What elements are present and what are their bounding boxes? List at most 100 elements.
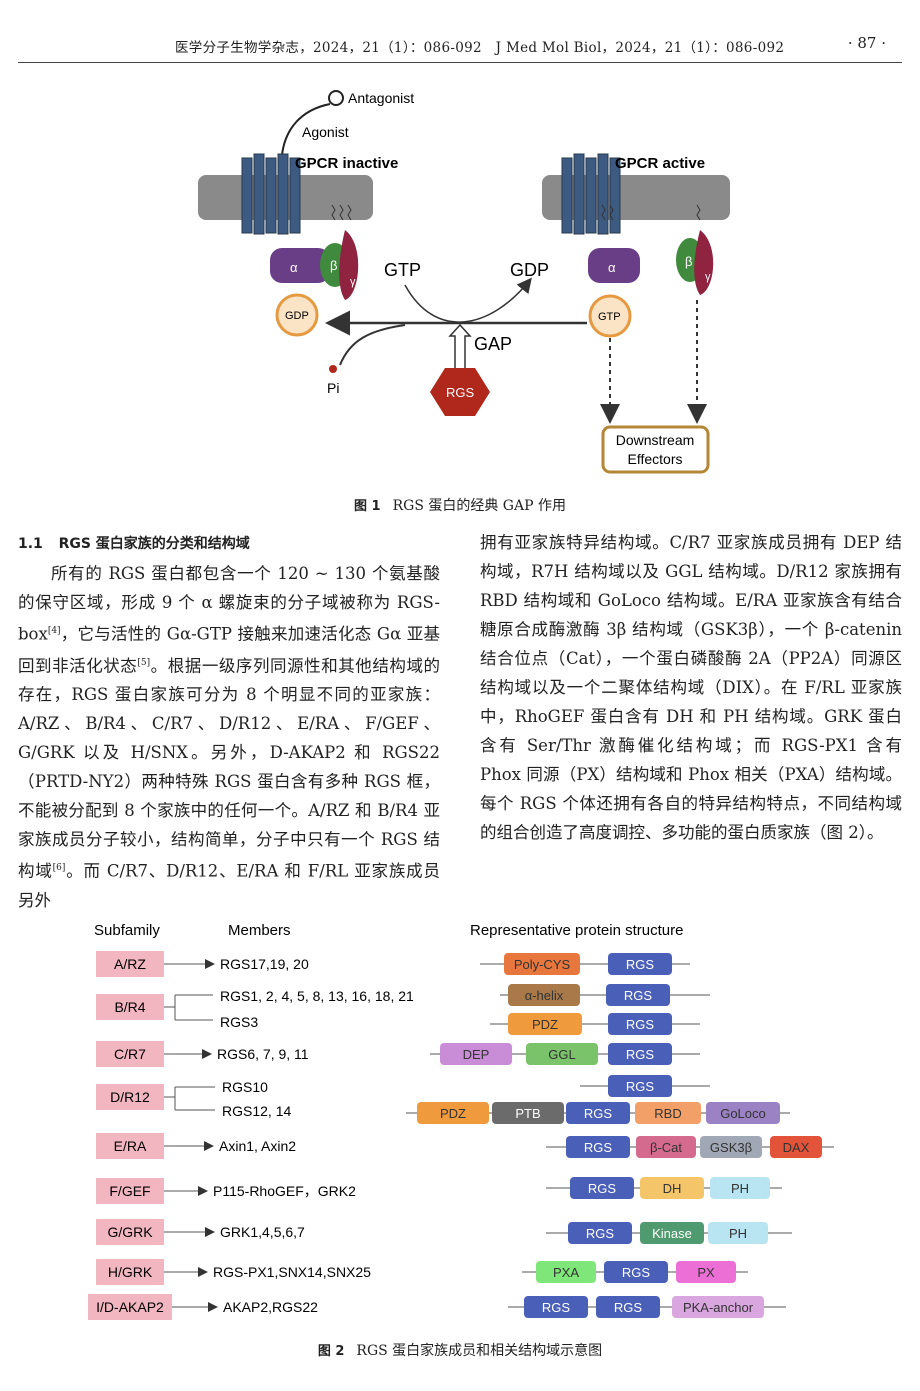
- domain-ph: [710, 1177, 770, 1199]
- svg-text:PDZ: PDZ: [532, 1017, 558, 1032]
- svg-text:RGS: RGS: [542, 1300, 571, 1315]
- svg-text:RGS: RGS: [586, 1226, 615, 1241]
- svg-text:RGS: RGS: [622, 1265, 651, 1280]
- gpcr-inactive-label: GPCR inactive: [295, 155, 398, 172]
- svg-text:F/GEF: F/GEF: [109, 1183, 150, 1199]
- svg-text:GGL: GGL: [548, 1047, 575, 1062]
- subfamily-box: [96, 1219, 164, 1245]
- svg-text:RGS17,19, 20: RGS17,19, 20: [220, 956, 309, 972]
- svg-text:RGS: RGS: [614, 1300, 643, 1315]
- antagonist-label: Antagonist: [348, 90, 414, 106]
- svg-text:PDZ: PDZ: [440, 1106, 466, 1121]
- domain-rgs: [608, 1013, 672, 1035]
- svg-text:β-Cat: β-Cat: [650, 1140, 682, 1155]
- svg-text:RGS: RGS: [584, 1106, 613, 1121]
- section-title: RGS 蛋白家族的分类和结构域: [58, 536, 250, 552]
- gtp-circle: [588, 294, 632, 338]
- svg-text:RGS: RGS: [626, 1017, 655, 1032]
- subfamily-box: [96, 1133, 164, 1159]
- svg-text:GRK1,4,5,6,7: GRK1,4,5,6,7: [220, 1224, 305, 1240]
- gdp-circle: [275, 293, 319, 337]
- svg-text:RGS: RGS: [624, 988, 653, 1003]
- svg-text:PTB: PTB: [515, 1106, 540, 1121]
- section-number: 1.1: [18, 536, 43, 552]
- svg-text:Kinase: Kinase: [652, 1226, 692, 1241]
- gpcr-active-label: GPCR active: [615, 155, 705, 172]
- domain-polycys: [504, 953, 580, 975]
- gap-label: GAP: [474, 334, 512, 354]
- subfamily-box: [96, 1178, 164, 1204]
- domain-bcat: [636, 1136, 696, 1158]
- svg-text:RGS: RGS: [626, 1079, 655, 1094]
- domain-rgs: [566, 1136, 630, 1158]
- domain-ph: [708, 1222, 768, 1244]
- g-protein-right-alpha: α: [588, 204, 640, 283]
- subfamily-box: [88, 1294, 172, 1320]
- gdp-label: GDP: [285, 310, 309, 322]
- pi-arrow: [339, 324, 406, 366]
- domain-ptb: [492, 1102, 564, 1124]
- domain-rgs: [608, 1043, 672, 1065]
- ref-6: [6]: [52, 863, 66, 873]
- agonist-arrow: [281, 103, 331, 156]
- ref-4: [4]: [47, 626, 61, 636]
- subfamily-box: [96, 951, 164, 977]
- svg-text:PKA-anchor: PKA-anchor: [683, 1300, 754, 1315]
- svg-text:PH: PH: [731, 1181, 749, 1196]
- exchange-arrow: [404, 277, 532, 323]
- col-structure: Representative protein structure: [470, 922, 683, 939]
- domain-goloco: [706, 1102, 780, 1124]
- domain-pxa: [536, 1261, 596, 1283]
- domain-kinase: [640, 1222, 704, 1244]
- running-header: 医学分子生物学杂志，2024，21（1）：086-092 J Med Mol B…: [0, 34, 920, 62]
- subfamily-box: [96, 1084, 164, 1110]
- svg-text:RGS10: RGS10: [222, 1079, 268, 1095]
- domain-pdz: [508, 1013, 582, 1035]
- domain-rgs: [608, 1075, 672, 1097]
- svg-text:A/RZ: A/RZ: [114, 956, 146, 972]
- domain-rgs: [568, 1222, 632, 1244]
- domain-dep: [440, 1043, 512, 1065]
- col-subfamily: Subfamily: [94, 922, 160, 939]
- svg-text:RGS3: RGS3: [220, 1014, 258, 1030]
- left-column: 1.1 RGS 蛋白家族的分类和结构域 所有的 RGS 蛋白都包含一个 120 …: [18, 528, 440, 915]
- alpha-label: α: [290, 260, 298, 275]
- domain-gsk: [700, 1136, 762, 1158]
- svg-text:Poly-CYS: Poly-CYS: [514, 957, 571, 972]
- svg-text:RBD: RBD: [654, 1106, 681, 1121]
- domain-rgs: [606, 984, 670, 1006]
- antagonist-icon: [328, 90, 344, 106]
- gpcr-inactive-icon: [241, 153, 301, 235]
- effectors-line1: Downstream: [616, 432, 695, 448]
- svg-text:RGS6, 7, 9, 11: RGS6, 7, 9, 11: [217, 1046, 309, 1062]
- pi-label: Pi: [327, 380, 339, 396]
- svg-text:γ: γ: [705, 271, 711, 283]
- svg-text:P115-RhoGEF，GRK2: P115-RhoGEF，GRK2: [213, 1183, 356, 1199]
- domain-rgs: [570, 1177, 634, 1199]
- svg-text:RGS: RGS: [588, 1181, 617, 1196]
- svg-text:RGS: RGS: [584, 1140, 613, 1155]
- svg-text:PX: PX: [697, 1265, 715, 1280]
- gtp-label: GTP: [598, 311, 621, 323]
- g-protein-left: α β γ: [270, 204, 359, 300]
- svg-text:C/R7: C/R7: [114, 1046, 146, 1062]
- left-paragraph: 所有的 RGS 蛋白都包含一个 120 ~ 130 个氨基酸的保守区域，形成 9…: [18, 564, 441, 910]
- rgs-hexagon: [430, 368, 490, 416]
- journal-line: 医学分子生物学杂志，2024，21（1）：086-092 J Med Mol B…: [175, 40, 785, 56]
- svg-text:Axin1, Axin2: Axin1, Axin2: [219, 1138, 296, 1154]
- ref-5: [5]: [137, 657, 151, 668]
- svg-text:RGS: RGS: [626, 957, 655, 972]
- figure-1-number: 图 1: [354, 499, 381, 514]
- col-members: Members: [228, 922, 291, 939]
- gdp-out-label: GDP: [510, 260, 549, 280]
- svg-text:AKAP2,RGS22: AKAP2,RGS22: [223, 1299, 318, 1315]
- figure-2-title: RGS 蛋白家族成员和相关结构域示意图: [356, 1343, 603, 1359]
- right-column: 拥有亚家族特异结构域。C/R7 亚家族成员拥有 DEP 结构域，R7H 结构域以…: [480, 528, 902, 847]
- svg-text:DAX: DAX: [783, 1140, 810, 1155]
- svg-text:α-helix: α-helix: [525, 988, 564, 1003]
- svg-text:B/R4: B/R4: [114, 999, 145, 1015]
- subfamily-box: [96, 1259, 164, 1285]
- figure-2: Subfamily Members Representative protein…: [88, 922, 834, 1320]
